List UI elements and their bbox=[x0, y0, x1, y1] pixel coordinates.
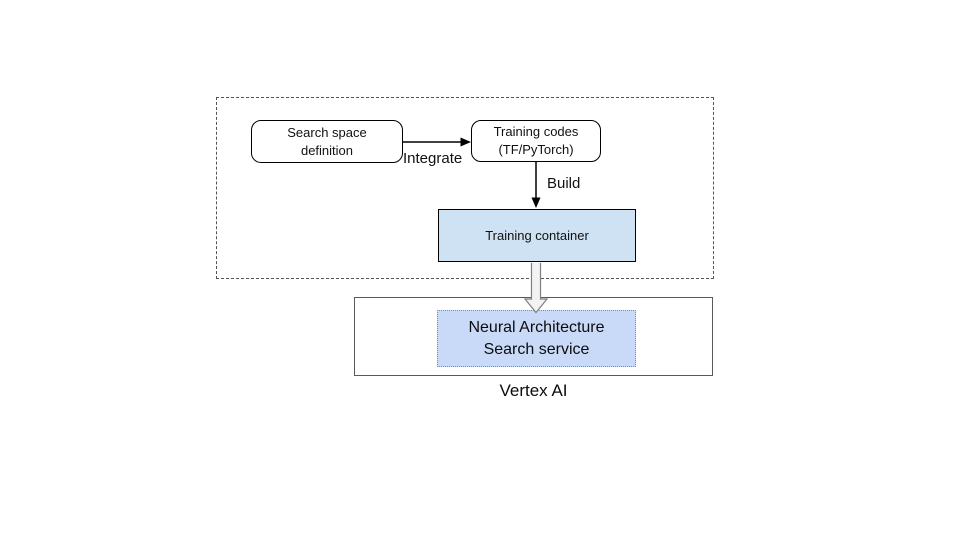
training-codes-label-line1: Training codes bbox=[493, 124, 579, 139]
vertex-ai-caption: Vertex AI bbox=[499, 381, 568, 400]
pipeline-group-dashed-border bbox=[216, 97, 714, 279]
search-space-definition-label-line1: Search space bbox=[287, 124, 367, 140]
integrate-arrow-label: Integrate bbox=[403, 150, 463, 167]
training-container-box: Training container bbox=[438, 209, 636, 262]
neural-architecture-search-service-box: Neural Architecture Search service bbox=[437, 310, 636, 367]
training-codes-label-line2: (TF/PyTorch) bbox=[498, 142, 574, 157]
training-container-label: Training container bbox=[485, 228, 589, 243]
build-arrow-label: Build bbox=[547, 175, 581, 192]
search-space-definition-box: Search space definition bbox=[251, 120, 403, 163]
search-space-definition-label-line2: definition bbox=[300, 142, 354, 158]
nas-service-label-line2: Search service bbox=[483, 340, 590, 358]
training-codes-box: Training codes (TF/PyTorch) bbox=[471, 120, 601, 162]
nas-service-label-line1: Neural Architecture bbox=[468, 318, 605, 336]
